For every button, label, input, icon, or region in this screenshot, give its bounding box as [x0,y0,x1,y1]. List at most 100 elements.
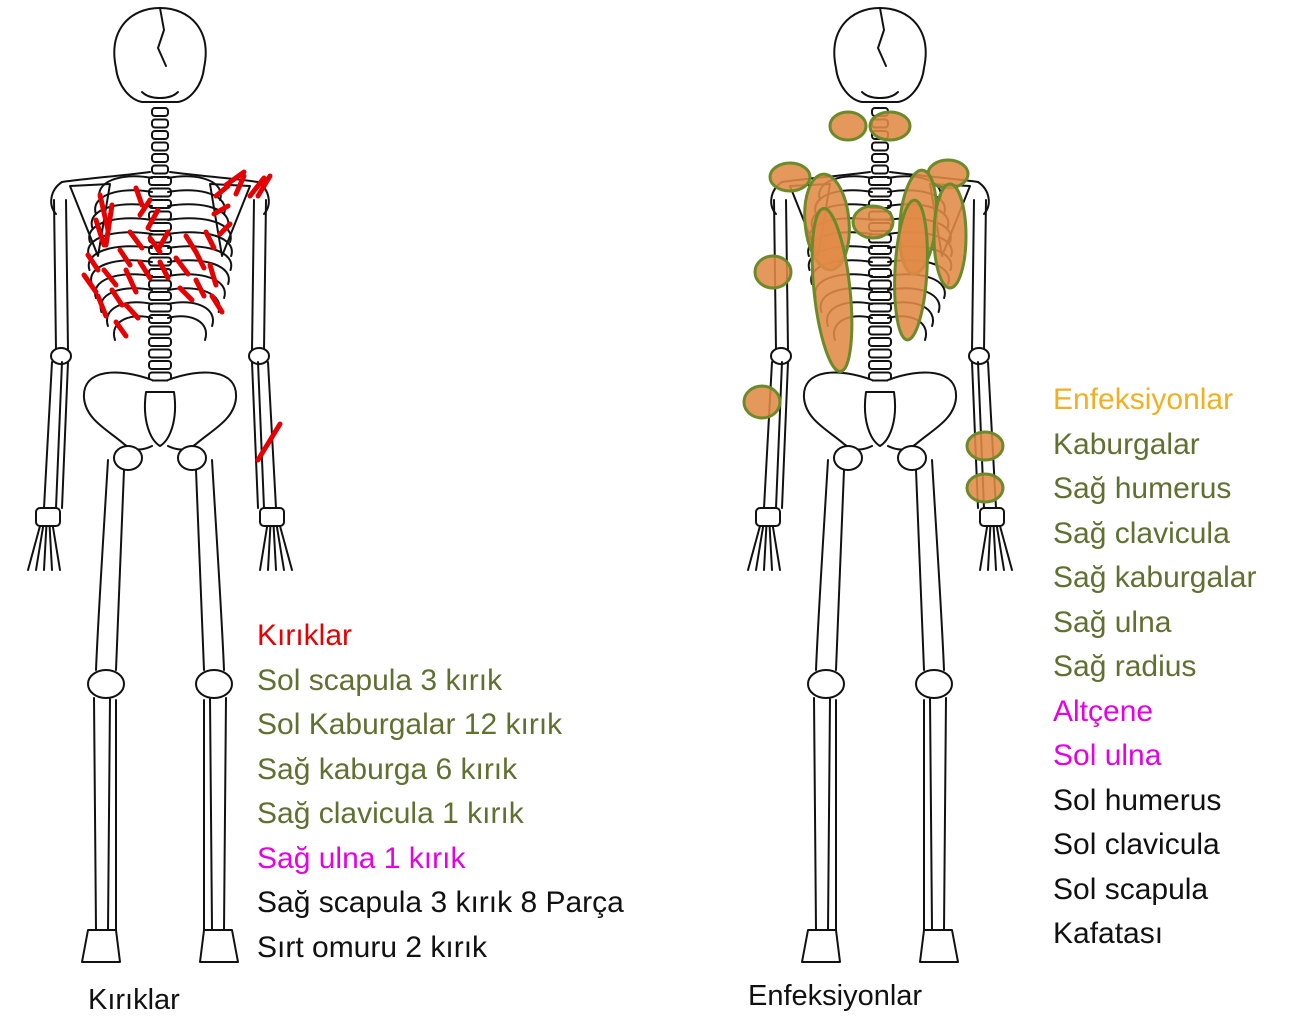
hip-joint-left [114,446,142,470]
pelvis-right [888,373,956,450]
legend-item: Sağ ulna 1 kırık [257,837,624,882]
forearm-left [764,362,788,508]
finger-left [53,526,60,570]
tibia-left [94,698,116,930]
shoulder-left [51,182,62,214]
fracture-mark [112,290,122,305]
fracture-mark [98,296,106,316]
infection-region [967,432,1003,460]
vertebra [869,350,891,358]
vertebra [872,166,888,174]
infection-region [830,112,866,140]
humerus-left [54,200,68,350]
infections-legend: EnfeksiyonlarKaburgalarSağ humerusSağ cl… [1053,378,1256,957]
vertebra [872,143,888,151]
legend-item: Kafatası [1053,912,1256,957]
vertebra [149,315,171,323]
vertebra [152,131,168,139]
legend-item: Sağ clavicula [1053,512,1256,557]
legend-item: Sağ clavicula 1 kırık [257,792,624,837]
infections-caption: Enfeksiyonlar [748,980,922,1013]
fracture-mark [104,270,116,285]
finger-left [44,526,46,570]
finger-left [756,526,763,570]
legend-item: Sol ulna [1053,734,1256,779]
shoulder-right [978,182,989,214]
fracture-mark [180,288,192,300]
legend-item: Sağ kaburgalar [1053,556,1256,601]
wrist-left [36,508,60,526]
vertebra [869,315,891,323]
tibia-right [924,698,946,930]
finger-right [994,526,996,570]
knee-right [916,670,952,698]
vertebra [149,292,171,300]
skeleton-drawing [28,8,292,962]
finger-left [28,526,40,570]
infection-region [967,474,1003,502]
finger-left [764,526,766,570]
foot-right [200,930,238,962]
fracture-mark [120,250,130,265]
legend-item: Sağ ulna [1053,601,1256,646]
legend-item: Sağ humerus [1053,467,1256,512]
femur-left [96,460,124,670]
legend-item: Sağ radius [1053,645,1256,690]
tibia-left [814,698,836,930]
foot-left [82,930,120,962]
infection-region [770,163,810,191]
finger-right [260,526,267,570]
vertebra [152,166,168,174]
rib-right [168,302,213,326]
infection-region [744,386,780,418]
hip-joint-right [178,446,206,470]
vertebra [869,327,891,335]
skull-shape [114,8,205,102]
rib-left [95,274,152,298]
rib-right [168,316,206,340]
legend-item: Sol humerus [1053,779,1256,824]
finger-right [980,526,987,570]
vertebra [149,350,171,358]
legend-item: Sol clavicula [1053,823,1256,868]
legend-item: Sırt omuru 2 kırık [257,926,624,971]
knee-left [808,670,844,698]
vertebra [152,108,168,116]
femur-right [916,460,944,670]
finger-right [268,526,270,570]
legend-item: Sol scapula 3 kırık [257,659,624,704]
legend-item: Enfeksiyonlar [1053,378,1256,423]
vertebra [149,281,171,289]
foot-left [802,930,840,962]
legend-item: Kırıklar [257,614,624,659]
finger-left [770,526,772,570]
infection-region [934,184,966,288]
hip-joint-right [898,446,926,470]
humerus-right [252,200,266,350]
femur-right [196,460,224,670]
finger-right [1000,526,1012,570]
finger-left [773,526,780,570]
fracture-mark [196,280,204,296]
fracture-mark [214,206,228,214]
vertebra [149,327,171,335]
vertebra [149,361,171,369]
finger-right [274,526,276,570]
wrist-right [260,508,284,526]
vertebra [152,143,168,151]
fractures-legend: KırıklarSol scapula 3 kırıkSol Kaburgala… [257,614,624,970]
pelvis-left [804,373,872,450]
infection-region [853,206,893,238]
legend-item: Sol Kaburgalar 12 kırık [257,703,624,748]
legend-item: Altçene [1053,690,1256,735]
infection-region [870,112,910,140]
vertebra [869,292,891,300]
finger-right [280,526,292,570]
pelvis-right [168,373,236,450]
fractures-caption: Kırıklar [88,984,180,1017]
infection-region [755,256,791,288]
fracture-mark [116,322,126,336]
femur-left [816,460,844,670]
